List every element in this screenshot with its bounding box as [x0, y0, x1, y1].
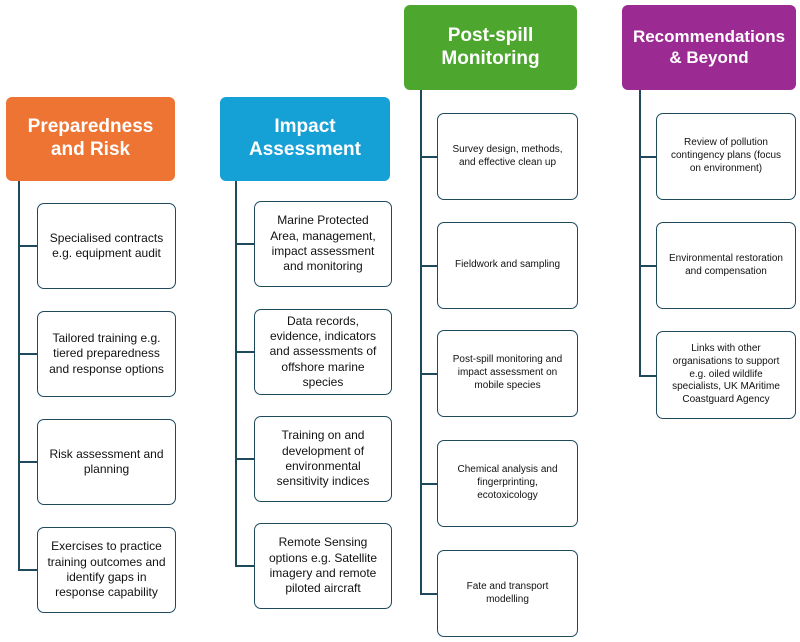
connector-line: [18, 181, 20, 570]
card-environmental-restoration: Environmental restoration and compensati…: [656, 222, 796, 309]
connector-line: [639, 265, 657, 267]
connector-line: [18, 461, 38, 463]
connector-line: [235, 181, 237, 565]
connector-line: [420, 265, 438, 267]
card-fate-and-transport: Fate and transport modelling: [437, 550, 578, 637]
connector-line: [18, 569, 38, 571]
connector-line: [639, 156, 657, 158]
header-post-spill-monitoring: Post-spill Monitoring: [404, 5, 577, 90]
card-fieldwork: Fieldwork and sampling: [437, 222, 578, 309]
card-sensitivity-indices: Training on and development of environme…: [254, 416, 392, 502]
header-preparedness-and-risk: Preparedness and Risk: [6, 97, 175, 181]
connector-line: [235, 243, 255, 245]
connector-line: [420, 90, 422, 594]
connector-line: [235, 458, 255, 460]
connector-line: [18, 245, 38, 247]
card-post-spill-monitoring: Post-spill monitoring and impact assessm…: [437, 330, 578, 417]
connector-line: [420, 593, 438, 595]
card-risk-assessment: Risk assessment and planning: [37, 419, 176, 505]
connector-line: [18, 353, 38, 355]
connector-line: [235, 351, 255, 353]
card-marine-protected-area: Marine Protected Area, management, impac…: [254, 201, 392, 287]
header-impact-assessment: Impact Assessment: [220, 97, 390, 181]
card-exercises: Exercises to practice training outcomes …: [37, 527, 176, 613]
connector-line: [639, 90, 641, 376]
connector-line: [420, 483, 438, 485]
card-survey-design: Survey design, methods, and effective cl…: [437, 113, 578, 200]
connector-line: [420, 373, 438, 375]
connector-line: [235, 565, 255, 567]
card-data-records: Data records, evidence, indicators and a…: [254, 309, 392, 395]
card-review-contingency-plans: Review of pollution contingency plans (f…: [656, 113, 796, 200]
connector-line: [639, 375, 657, 377]
card-links-with-organisations: Links with other organisations to suppor…: [656, 331, 796, 419]
card-specialised-contracts: Specialised contracts e.g. equipment aud…: [37, 203, 176, 289]
card-chemical-analysis: Chemical analysis and fingerprinting, ec…: [437, 440, 578, 527]
header-recommendations-and-beyond: Recommendations & Beyond: [622, 5, 796, 90]
card-tailored-training: Tailored training e.g. tiered preparedne…: [37, 311, 176, 397]
connector-line: [420, 156, 438, 158]
card-remote-sensing: Remote Sensing options e.g. Satellite im…: [254, 523, 392, 609]
